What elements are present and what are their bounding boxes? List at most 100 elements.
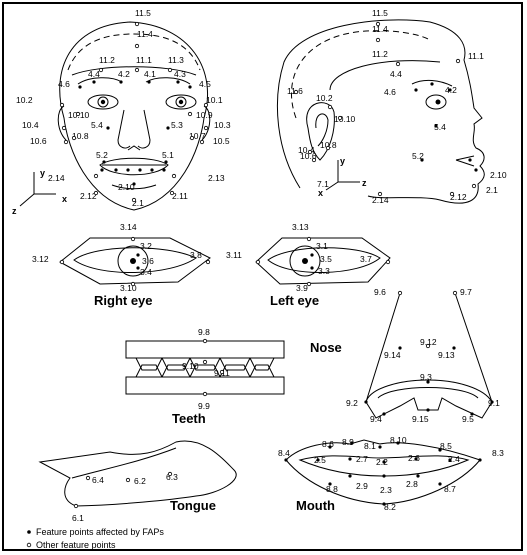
front-point-label: 11.4: [137, 29, 153, 39]
nose-point-label: 9.13: [438, 350, 455, 360]
fap-feature-point-marker: [92, 80, 95, 83]
legend-affected-marker: [27, 530, 31, 534]
fap-feature-point-marker: [131, 259, 134, 262]
other-feature-point-marker: [206, 260, 209, 263]
fap-feature-point-marker: [474, 168, 477, 171]
front-point-label: 4.5: [199, 79, 211, 89]
feature-point-labels: 11.511.411.211.111.34.44.24.14.34.64.510…: [16, 8, 507, 523]
profile-forehead-line: [330, 61, 440, 90]
profile-point-label: 10.2: [316, 93, 333, 103]
left-eye-point-label: 3.5: [320, 254, 332, 264]
fap-feature-point-marker: [114, 168, 117, 171]
tongue-point-label: 6.3: [166, 472, 178, 482]
mouth-point-label: 2.9: [356, 481, 368, 491]
front-point-label: 10.1: [206, 95, 223, 105]
right-eye-point-label: 3.4: [140, 267, 152, 277]
other-feature-point-marker: [203, 360, 206, 363]
fap-feature-point-marker: [382, 412, 385, 415]
nose-tip-arc: [378, 388, 478, 399]
left-eye-point-label: 3.11: [226, 250, 242, 260]
other-feature-point-marker: [378, 192, 381, 195]
fap-feature-point-marker: [303, 259, 306, 262]
other-feature-point-marker: [312, 158, 315, 161]
mouth-point-label: 8.5: [440, 441, 452, 451]
other-feature-point-marker: [453, 291, 456, 294]
mouth-point-label: 2.3: [380, 485, 392, 495]
fap-feature-point-marker: [426, 408, 429, 411]
profile-point-label: 10.10: [334, 114, 356, 124]
nose-point-label: 9.4: [370, 414, 382, 424]
profile-point-label: 2.14: [372, 195, 389, 205]
other-feature-point-marker: [338, 116, 341, 119]
other-feature-point-marker: [72, 136, 75, 139]
other-feature-point-marker: [60, 103, 63, 106]
other-feature-point-marker: [131, 282, 134, 285]
other-feature-point-marker: [386, 260, 389, 263]
fap-feature-point-marker: [328, 482, 331, 485]
other-feature-point-marker: [190, 136, 193, 139]
other-feature-point-marker: [94, 191, 97, 194]
front-point-label: 4.6: [58, 79, 70, 89]
fap-feature-point-marker: [416, 474, 419, 477]
front-point-label: 4.1: [144, 69, 156, 79]
front-axis-y-label: y: [40, 168, 45, 178]
fap-feature-point-marker: [78, 85, 81, 88]
fap-feature-point-marker: [478, 458, 481, 461]
other-feature-point-marker: [94, 174, 97, 177]
fap-feature-point-marker: [398, 346, 401, 349]
front-point-label: 5.4: [91, 120, 103, 130]
right-eye-point-label: 3.14: [120, 222, 137, 232]
front-point-label: 4.3: [174, 69, 186, 79]
profile-point-label: 4.6: [384, 87, 396, 97]
nose-point-label: 9.14: [384, 350, 401, 360]
other-feature-point-marker: [200, 140, 203, 143]
profile-point-label: 11.1: [468, 51, 484, 61]
front-point-label: 10.4: [22, 120, 39, 130]
front-point-label: 2.10: [118, 182, 135, 192]
other-feature-point-marker: [132, 198, 135, 201]
fap-feature-point-marker: [136, 253, 139, 256]
other-feature-point-marker: [99, 68, 102, 71]
profile-pupil: [436, 100, 441, 105]
other-feature-point-marker: [472, 184, 475, 187]
legend-affected-text: Feature points affected by FAPs: [36, 527, 164, 537]
mouth-point-label: 8.1: [364, 441, 376, 451]
nose-base: [366, 380, 492, 418]
fap-feature-point-marker: [350, 441, 353, 444]
other-feature-point-marker: [74, 504, 77, 507]
front-point-label: 2.11: [172, 191, 188, 201]
other-feature-point-marker: [450, 192, 453, 195]
other-feature-point-marker: [294, 90, 297, 93]
profile-point-label: 11.2: [372, 49, 388, 59]
front-mouth: [100, 158, 168, 175]
title-left-eye: Left eye: [270, 293, 319, 308]
front-point-label: 5.2: [96, 150, 108, 160]
fap-feature-point-marker: [166, 126, 169, 129]
profile-point-label: 2.10: [490, 170, 507, 180]
front-point-label: 11.5: [135, 8, 151, 18]
other-feature-point-marker: [168, 68, 171, 71]
mouth-point-label: 8.2: [384, 502, 396, 512]
other-feature-point-marker: [307, 237, 310, 240]
profile-axis-z-label: z: [362, 178, 367, 188]
mouth-point-label: 2.8: [406, 479, 418, 489]
fap-feature-point-marker: [448, 88, 451, 91]
fap-feature-point-marker: [132, 182, 135, 185]
profile-point-label: 2.1: [486, 185, 498, 195]
nose-point-label: 9.7: [460, 287, 472, 297]
fap-feature-point-marker: [426, 380, 429, 383]
other-feature-point-marker: [135, 22, 138, 25]
legend-other-text: Other feature points: [36, 540, 116, 550]
left-eye-point-label: 3.13: [292, 222, 309, 232]
other-feature-point-marker: [203, 339, 206, 342]
nose-point-label: 9.15: [412, 414, 429, 424]
fap-feature-point-marker: [162, 168, 165, 171]
fap-feature-point-marker: [490, 400, 493, 403]
profile-point-label: 7.1: [317, 179, 329, 189]
fap-feature-point-marker: [348, 457, 351, 460]
left-eye-point-label: 3.7: [360, 254, 372, 264]
other-feature-point-marker: [328, 105, 331, 108]
fap-feature-point-marker: [470, 412, 473, 415]
